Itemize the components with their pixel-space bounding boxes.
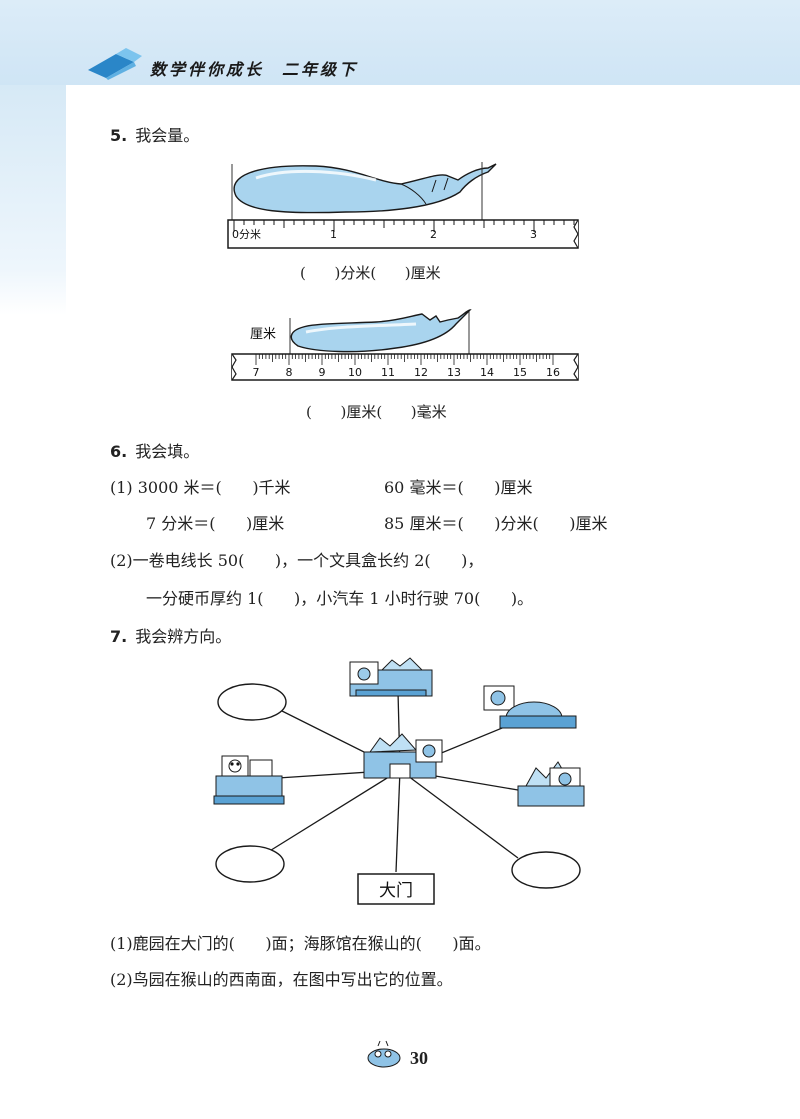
q7-title: 7. 我会辨方向。 xyxy=(110,623,231,647)
q6-line-2b: 85 厘米＝( )分米( )厘米 xyxy=(384,514,608,533)
eggplant-illustration xyxy=(233,163,497,214)
q6-text: 我会填。 xyxy=(135,442,200,461)
ruler2-tick-label: 12 xyxy=(414,366,428,379)
ruler2-tick-label: 15 xyxy=(513,366,527,379)
q7-question-2: (2)鸟园在猴山的西南面，在图中写出它的位置。 xyxy=(110,970,453,989)
eggplant-ruler-figure: 0分米 1 2 3 xyxy=(227,162,579,249)
west-building-icon xyxy=(213,755,285,805)
ruler2-tick-label: 13 xyxy=(447,366,461,379)
q5-number: 5. xyxy=(110,126,128,145)
ruler1-tick-3: 3 xyxy=(530,228,537,241)
ruler1-tick-1: 1 xyxy=(330,228,337,241)
q7-question-1: (1)鹿园在大门的( )面；海豚馆在猴山的( )面。 xyxy=(110,934,491,953)
ruler2-tick-label: 9 xyxy=(319,366,326,379)
ruler2-tick-label: 11 xyxy=(381,366,395,379)
q6-line-3: (2)一卷电线长 50( )，一个文具盒长约 2( )， xyxy=(110,551,484,570)
page-mascot-icon xyxy=(367,1040,401,1068)
q7-text: 我会辨方向。 xyxy=(135,627,232,646)
center-building-icon xyxy=(363,733,443,779)
q6-line-2a: 7 分米＝( )厘米 xyxy=(146,514,285,533)
blank-ellipse-northwest xyxy=(217,683,287,721)
blank-ellipse-southwest xyxy=(215,845,285,883)
q6-line-1a: (1) 3000 米＝( )千米 xyxy=(110,478,291,497)
header-title: 数学伴你成长二年级下 xyxy=(150,56,358,80)
gate-label: 大门 xyxy=(379,881,413,901)
ruler1-tick-2: 2 xyxy=(430,228,437,241)
north-building-icon xyxy=(349,657,433,697)
q6-title: 6. 我会填。 xyxy=(110,438,199,462)
q5-answer-1: ( )分米( )厘米 xyxy=(300,264,441,282)
zoo-direction-map: 大门 xyxy=(213,657,585,905)
ruler2-tick-label: 16 xyxy=(546,366,560,379)
q6-line-1b: 60 毫米＝( )厘米 xyxy=(384,478,533,497)
pepper-illustration xyxy=(290,309,472,353)
grade-label: 二年级下 xyxy=(282,60,359,79)
book-title: 数学伴你成长 xyxy=(150,60,265,79)
ruler2-tick-label: 8 xyxy=(286,366,293,379)
q5-answer-2: ( )厘米( )毫米 xyxy=(306,403,447,421)
ruler2-tick-label: 10 xyxy=(348,366,362,379)
page-number: 30 xyxy=(410,1048,428,1068)
q7-number: 7. xyxy=(110,627,128,646)
header-band xyxy=(0,0,800,85)
east-building-icon xyxy=(517,761,585,807)
q6-number: 6. xyxy=(110,442,128,461)
pepper-ruler-figure: 厘米 7 8 9 10 11 12 13 14 15 16 xyxy=(231,309,579,381)
ruler2-tick-label: 14 xyxy=(480,366,494,379)
ruler2-unit-label: 厘米 xyxy=(250,327,276,342)
q5-title: 5. 我会量。 xyxy=(110,122,199,146)
blank-ellipse-southeast xyxy=(511,851,581,889)
side-band xyxy=(0,85,66,315)
northeast-building-icon xyxy=(483,685,577,729)
page-card xyxy=(66,85,800,1119)
ruler1-unit-label: 0分米 xyxy=(232,228,261,241)
book-logo-icon xyxy=(88,48,142,80)
q6-line-4: 一分硬币厚约 1( )，小汽车 1 小时行驶 70( )。 xyxy=(146,589,534,608)
gate-box xyxy=(357,873,435,905)
ruler2-tick-label: 7 xyxy=(253,366,260,379)
q5-text: 我会量。 xyxy=(135,126,200,145)
